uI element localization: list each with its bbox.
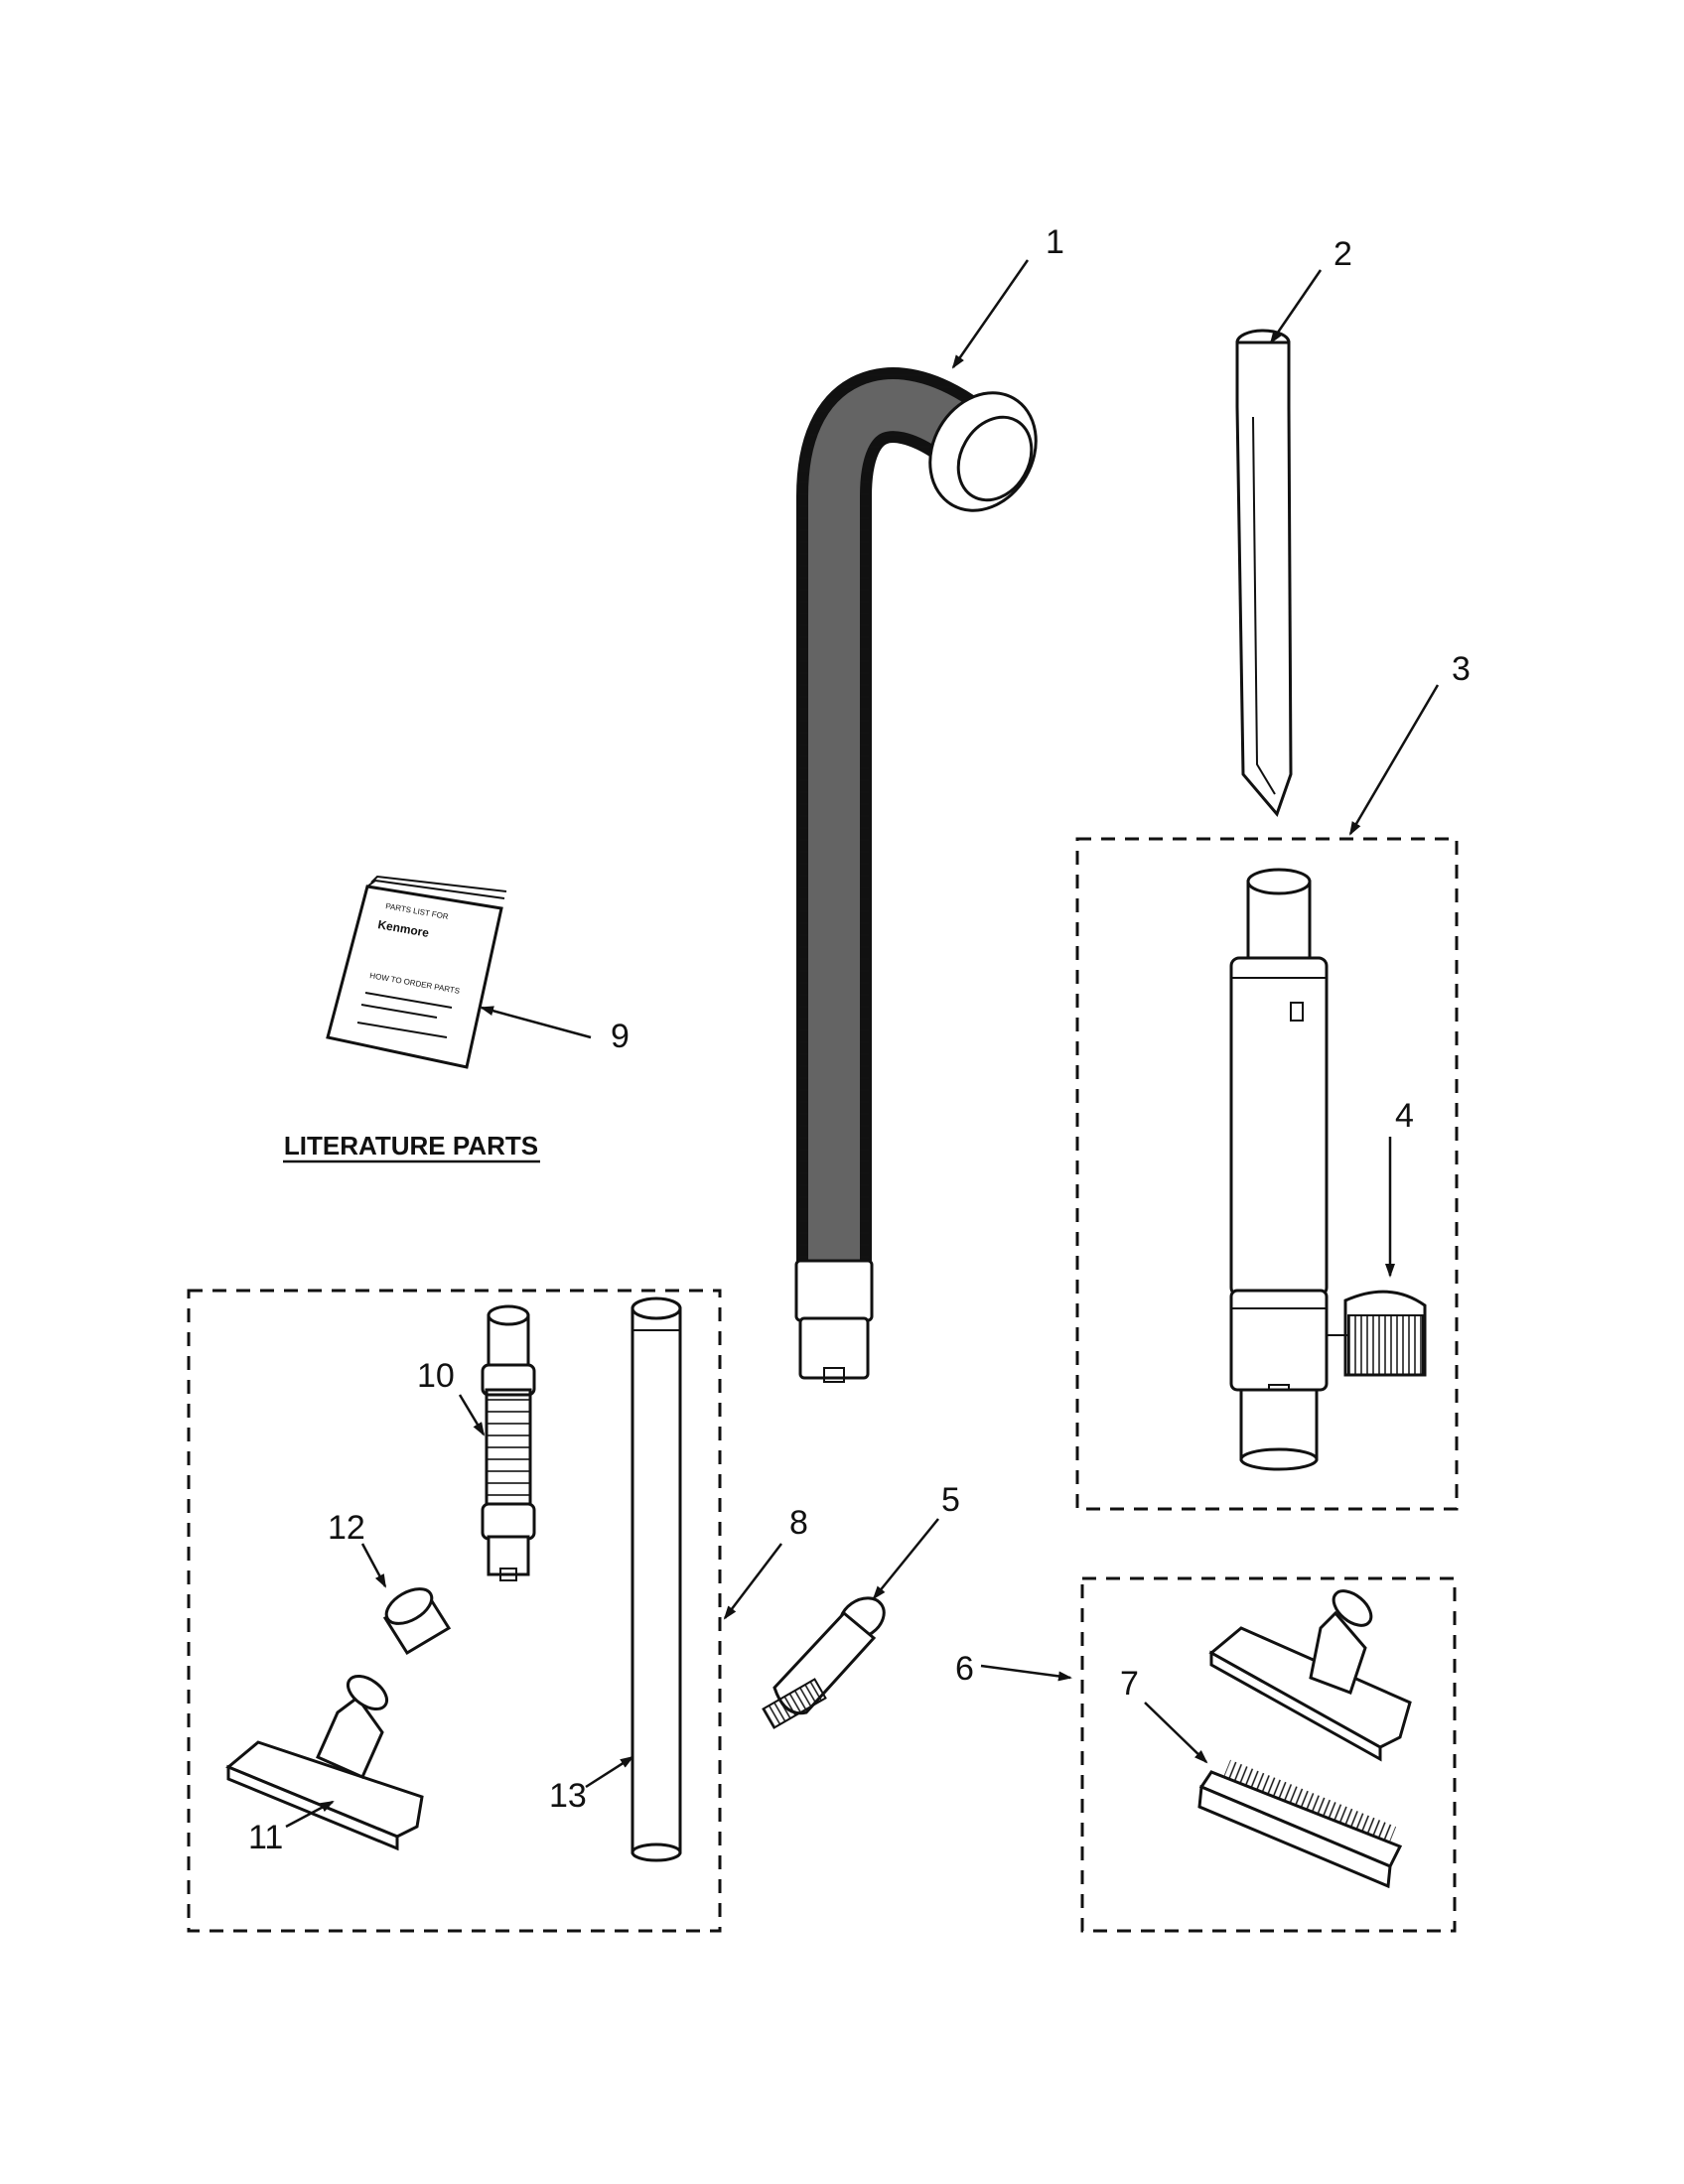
group-box-floor-tools <box>1080 1576 1457 1933</box>
callout-1: 1 <box>1046 223 1064 261</box>
callout-13: 13 <box>549 1777 587 1815</box>
callout-7: 7 <box>1120 1665 1139 1703</box>
adapter-part <box>382 1587 452 1656</box>
straight-wand-part <box>631 1297 682 1862</box>
literature-booklet-part: PARTS LIST FOR Kenmore HOW TO ORDER PART… <box>326 875 507 1069</box>
callout-5: 5 <box>941 1481 960 1519</box>
callout-11: 11 <box>248 1819 283 1856</box>
callout-9: 9 <box>611 1018 630 1055</box>
hose-part <box>794 367 1038 1383</box>
group-box-extension-wand <box>1075 837 1459 1511</box>
callout-3: 3 <box>1452 650 1471 688</box>
flex-hose-part <box>481 1304 536 1581</box>
callout-8: 8 <box>789 1504 808 1542</box>
callout-4: 4 <box>1395 1097 1414 1135</box>
floor-tool-part <box>1208 1589 1412 1762</box>
bristle-insert-part <box>1197 1759 1403 1889</box>
literature-parts-label: LITERATURE PARTS <box>284 1131 538 1160</box>
dusting-brush-part <box>762 1596 886 1729</box>
crevice-tool-part <box>1235 329 1293 817</box>
callout-10: 10 <box>417 1357 455 1395</box>
floor-tool-left-part <box>225 1674 424 1851</box>
callout-2: 2 <box>1333 235 1352 273</box>
wand-clip-part <box>1327 1290 1427 1377</box>
group-box-attachments-set <box>187 1289 722 1933</box>
extension-wand-part <box>1229 868 1329 1471</box>
callout-12: 12 <box>328 1509 365 1547</box>
callout-6: 6 <box>955 1650 974 1688</box>
